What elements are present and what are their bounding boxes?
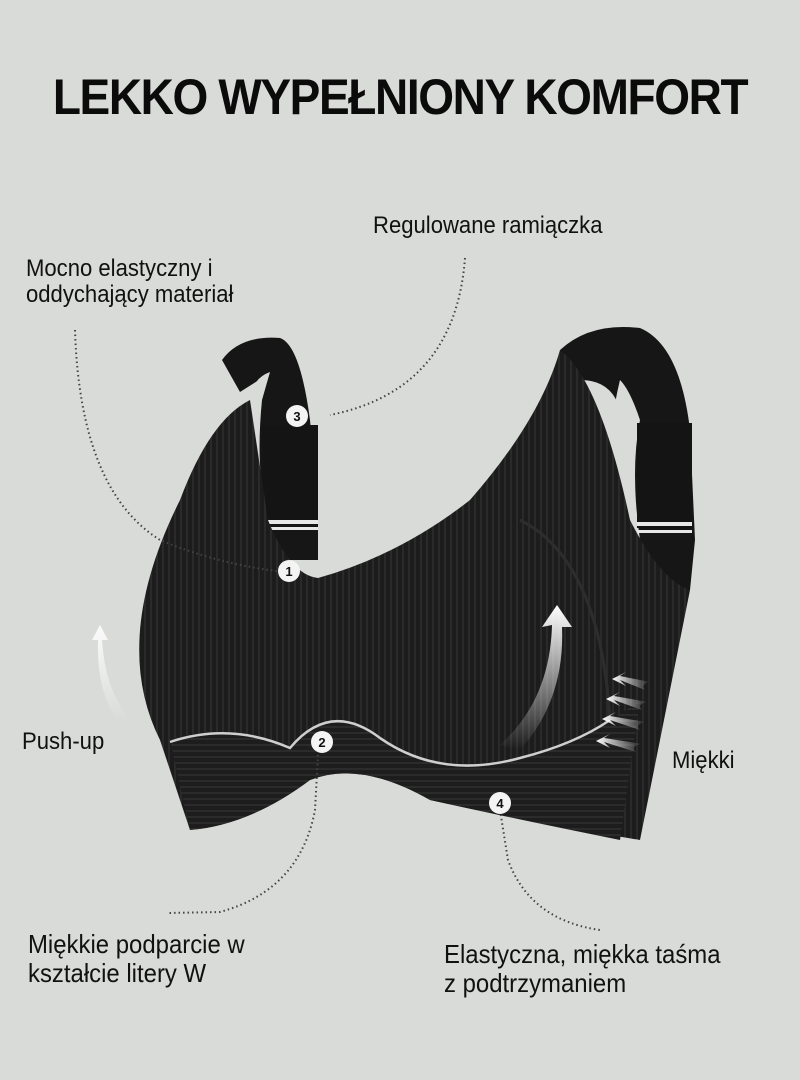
- page-title: LEKKO WYPEŁNIONY KOMFORT: [52, 69, 749, 125]
- callout-2-label: Miękkie podparcie w kształcie litery W: [28, 929, 245, 988]
- svg-text:4: 4: [496, 796, 504, 811]
- svg-text:2: 2: [318, 735, 325, 750]
- callout-3-label: Regulowane ramiączka: [373, 212, 603, 239]
- number-badge-icon: 3: [286, 405, 308, 427]
- svg-text:3: 3: [293, 409, 300, 424]
- dotted-leader-lines: [74, 257, 601, 931]
- number-badge-icon: 2: [311, 731, 333, 753]
- svg-text:1: 1: [285, 564, 292, 579]
- number-badge-icon: 4: [489, 792, 511, 814]
- callout-4-label: Elastyczna, miękka taśma z podtrzymaniem: [444, 939, 721, 998]
- number-badge-icon: 1: [278, 560, 300, 582]
- arrow-up-curved-icon: [92, 625, 130, 722]
- callout-1-label: Mocno elastyczny i oddychający materiał: [26, 255, 234, 308]
- leader-line-3: [329, 257, 466, 416]
- push-up-label: Push-up: [22, 728, 105, 755]
- arrow-up-curved-icon: [500, 605, 572, 750]
- arrows-inward-icon: [596, 672, 650, 752]
- soft-label: Miękki: [672, 747, 735, 774]
- bra-body: [139, 350, 690, 840]
